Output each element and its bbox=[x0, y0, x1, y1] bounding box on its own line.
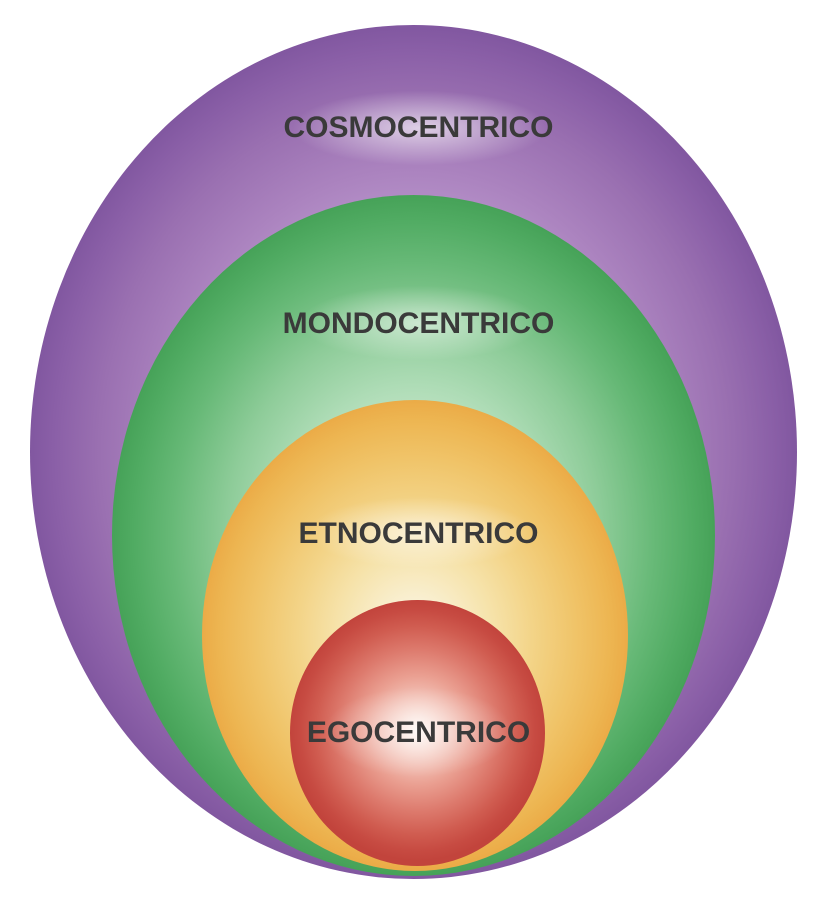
egocentrico-label: EGOCENTRICO bbox=[306, 716, 531, 749]
cosmocentrico-label: COSMOCENTRICO bbox=[283, 111, 554, 144]
etnocentrico-label: ETNOCENTRICO bbox=[298, 517, 539, 550]
mondocentrico-label: MONDOCENTRICO bbox=[282, 307, 555, 340]
